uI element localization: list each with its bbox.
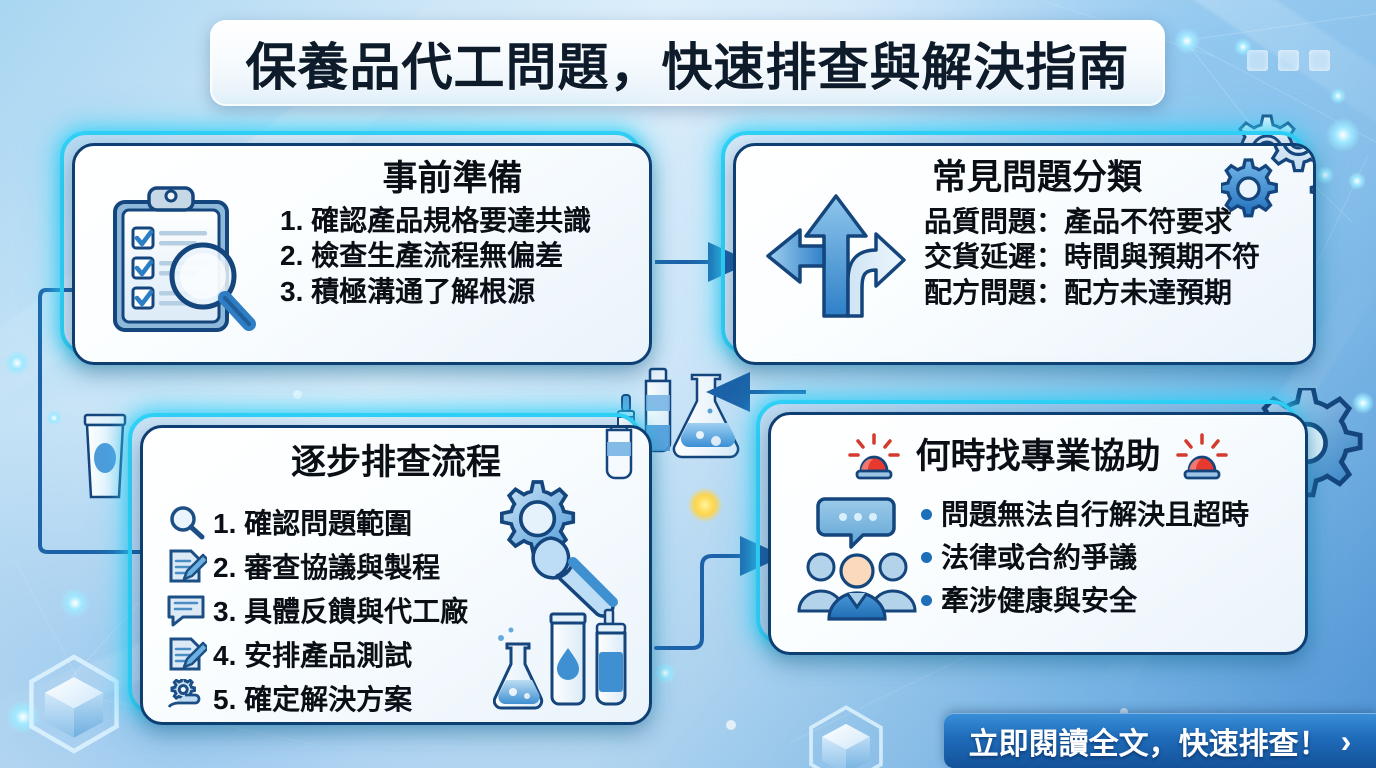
magnifier-icon (170, 506, 205, 540)
chevron-right-icon: › (1340, 722, 1352, 759)
step-label: 5. 確定解決方案 (213, 684, 413, 715)
spray-bottle-icon (605, 428, 633, 480)
gears-icon (1221, 146, 1313, 218)
card-line: 配方問題：配方未達預期 (924, 277, 1233, 309)
three-way-arrow-icon (766, 194, 906, 318)
card-line: 品質問題：產品不符要求 (924, 205, 1233, 237)
clipboard-checklist-magnifier-icon (113, 186, 256, 332)
siren-icon (848, 433, 901, 480)
bullet-label: 法律或合約爭議 (941, 541, 1138, 573)
card-professional-help[interactable]: 何時找專業協助 (756, 400, 1308, 655)
page-title: 保養品代工問題，快速排查與解決指南 (245, 39, 1130, 96)
list-item: 法律或合約爭議 (921, 540, 1249, 576)
card-title: 事前準備 (382, 159, 523, 198)
glowing-cube-icon (809, 705, 883, 768)
card-title: 常見問題分類 (932, 158, 1143, 197)
connector-steps-to-help (654, 536, 784, 650)
list-item: 牽涉健康與安全 (921, 583, 1249, 619)
bullet-label: 牽涉健康與安全 (941, 584, 1138, 616)
cta-label: 立即閱讀全文，快速排查！ (968, 727, 1329, 761)
list-item: 2. 審查協議與製程 (165, 544, 468, 588)
card-common-problems[interactable]: 常見問題分類 品質問題：產品不符要求 交貨延遲：時間與預期不符 配方問題：配方未… (721, 131, 1316, 365)
decor-square (1309, 50, 1330, 71)
step-label: 4. 安排產品測試 (213, 640, 413, 671)
document-pencil-icon (169, 549, 207, 583)
bullet-icon (921, 509, 932, 520)
document-pencil-icon (169, 637, 207, 671)
step-label: 1. 確認問題範圍 (213, 508, 413, 539)
page-title-banner: 保養品代工問題，快速排查與解決指南 (210, 20, 1165, 106)
gear-in-hand-icon (167, 679, 201, 708)
bullet-label: 問題無法自行解決且超時 (941, 499, 1250, 530)
card-line: 1. 確認產品規格要達共識 (280, 204, 592, 236)
people-speech-bubble-icon (797, 497, 917, 621)
step-label: 2. 審查協議與製程 (213, 552, 441, 583)
cosmetic-tube-icon (83, 413, 127, 499)
steps-list: 1. 確認問題範圍 2. 審查協議與製程 (165, 500, 468, 720)
bullet-icon (921, 594, 932, 606)
decor-square (1278, 50, 1299, 71)
list-item: 3. 具體反饋與代工廠 (165, 588, 468, 632)
help-bullets: 問題無法自行解決且超時 法律或合約爭議 牽涉健康與安全 (921, 497, 1249, 625)
cosmetic-bottles-icon (493, 608, 627, 710)
card-line: 2. 檢查生產流程無偏差 (280, 240, 564, 272)
list-item: 問題無法自行解決且超時 (921, 497, 1249, 533)
list-item: 1. 確認問題範圍 (165, 500, 468, 544)
card-title: 何時找專業協助 (915, 436, 1161, 476)
gear-wrench-icon (500, 480, 618, 618)
card-line: 3. 積極溝通了解根源 (280, 276, 536, 308)
card-title: 逐步排查流程 (290, 443, 501, 482)
card-line: 交貨延遲：時間與預期不符 (924, 241, 1261, 273)
glowing-cube-icon (29, 654, 119, 754)
siren-icon (1175, 433, 1228, 480)
step-label: 3. 具體反饋與代工廠 (213, 596, 469, 627)
list-item: 5. 確定解決方案 (165, 676, 468, 720)
cta-button[interactable]: 立即閱讀全文，快速排查！ › (944, 713, 1376, 768)
speech-bubble-icon (167, 595, 205, 627)
card-step-by-step[interactable]: 逐步排查流程 (128, 413, 652, 725)
list-item: 4. 安排產品測試 (165, 632, 468, 676)
bullet-icon (921, 551, 932, 563)
decor-square (1247, 50, 1268, 71)
card-preparation[interactable]: 事前準備 1. 確認產品規格要達共識 2. 檢查生產流程無偏差 3. 積極溝通了… (60, 131, 652, 365)
